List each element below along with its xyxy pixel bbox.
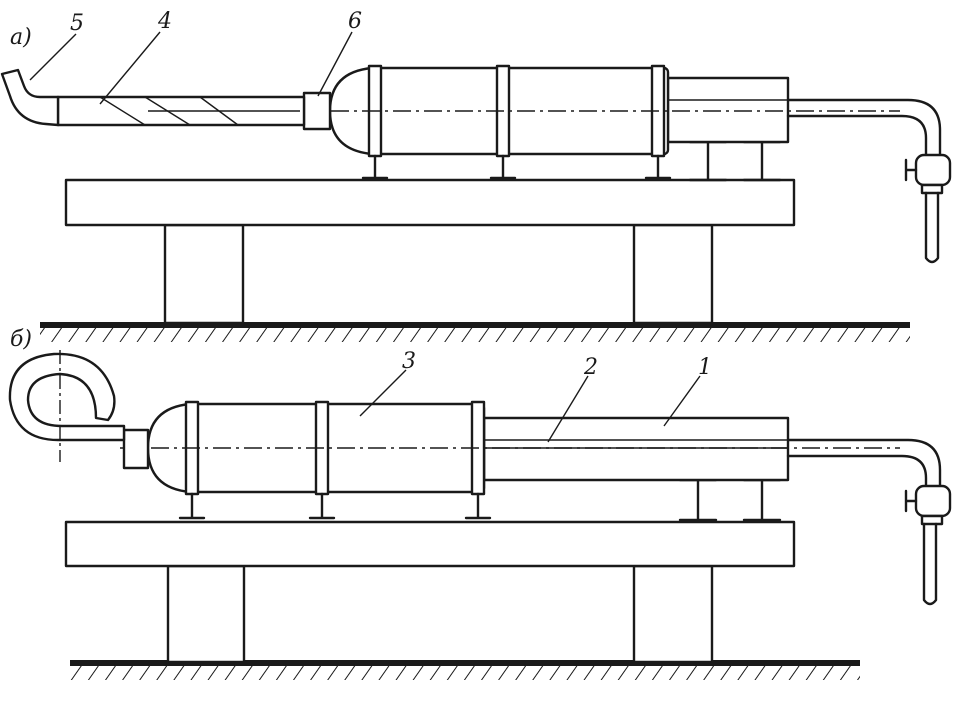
panel-a — [0, 64, 952, 342]
callout-6: 6 — [348, 9, 362, 34]
platform-a — [64, 178, 796, 227]
bent-outlet-a — [0, 68, 60, 127]
leader-lines — [29, 31, 701, 443]
callout-2: 2 — [583, 355, 598, 380]
nozzle-a — [302, 91, 332, 131]
nozzle-b — [122, 428, 150, 470]
callout-5: 5 — [70, 11, 84, 36]
foot-a-3 — [644, 154, 672, 180]
outlet-pipe-a-upper — [786, 98, 942, 157]
platform-b — [64, 520, 796, 568]
rail-beams-b — [678, 478, 782, 522]
foot-b-1 — [178, 492, 206, 520]
outlet-pipe-b-lower — [786, 454, 928, 488]
foot-a-2 — [489, 154, 517, 180]
foot-b-2 — [308, 492, 336, 520]
pier-b-left — [166, 564, 246, 664]
pier-a-right — [632, 223, 714, 325]
ground-hatch-a — [40, 328, 910, 342]
pier-b-right — [632, 564, 714, 664]
panel-label-a: a) — [10, 25, 32, 50]
callout-4: 4 — [157, 9, 172, 34]
outlet-pipe-a-lower — [786, 114, 928, 157]
ground-hatch-b — [70, 666, 860, 680]
outlet-pipe-b-upper — [786, 438, 942, 488]
valve-b — [904, 484, 952, 606]
valve-a — [904, 153, 952, 264]
coiled-outlet-b — [8, 352, 126, 442]
rail-beams-a — [688, 140, 782, 182]
ground-line-a — [40, 322, 910, 328]
panel-b — [8, 350, 952, 680]
ground-line-b — [70, 660, 860, 666]
foot-b-3 — [464, 492, 492, 520]
pier-a-left — [163, 223, 245, 325]
panel-label-b: б) — [10, 327, 32, 352]
callout-3: 3 — [402, 349, 416, 374]
housing-box-b — [482, 416, 790, 482]
housing-box-a — [666, 76, 790, 144]
foot-a-1 — [361, 154, 389, 180]
callout-1: 1 — [698, 355, 712, 380]
